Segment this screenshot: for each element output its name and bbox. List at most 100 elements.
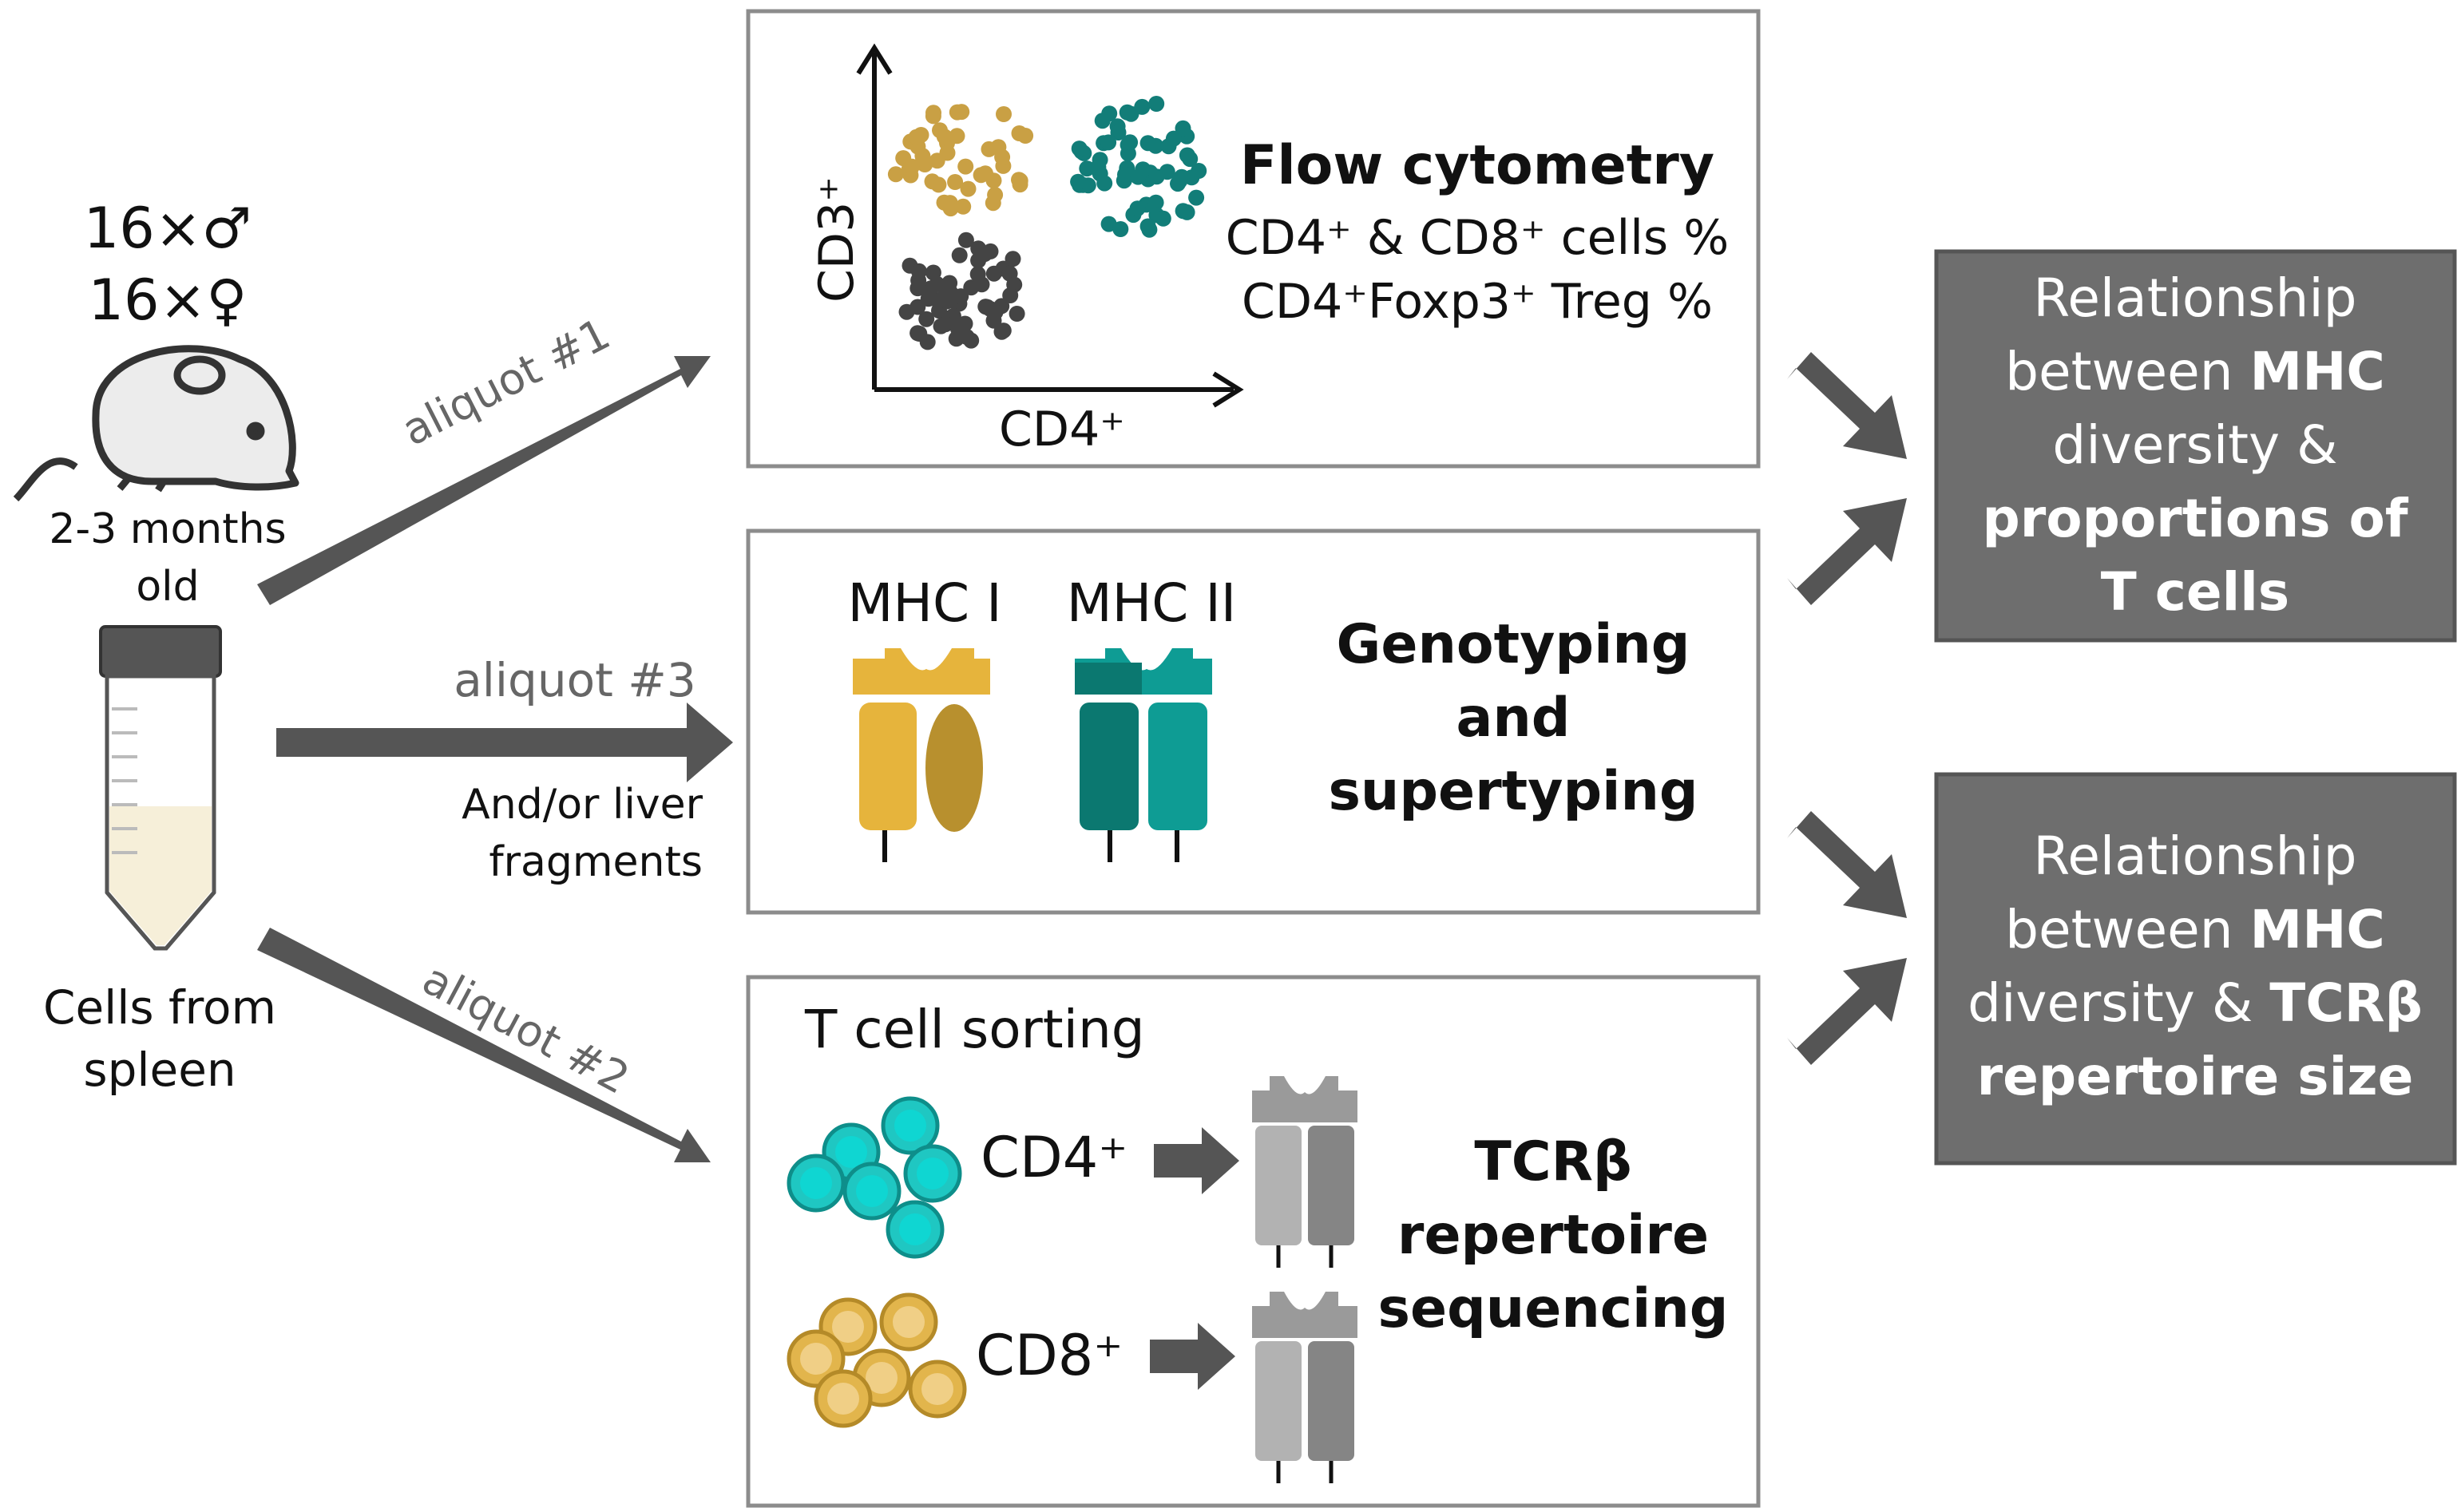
teal-dot <box>1100 134 1117 151</box>
tcr-beta-chain-icon <box>1308 1341 1354 1461</box>
genotyping-box <box>746 528 1761 915</box>
flow-y-axis-label: CD3⁺ <box>809 176 865 303</box>
gold-dot <box>949 128 965 144</box>
output-2-line-2: between MHC <box>2005 899 2385 960</box>
dark-dot <box>937 316 954 333</box>
gold-dot <box>887 166 904 183</box>
teal-dot <box>1090 159 1107 176</box>
aliquot-2-arrow <box>257 928 711 1162</box>
female-count: 16×♀ <box>89 267 248 333</box>
output-2-line-4: repertoire size <box>1977 1046 2414 1107</box>
dark-dot <box>953 288 969 305</box>
mhc-2-label: MHC II <box>1067 572 1237 634</box>
cell-nucleus-icon <box>893 1306 925 1338</box>
aliquot-3-label: aliquot #3 <box>454 653 696 707</box>
dark-dot <box>941 275 958 291</box>
teal-dot <box>1173 168 1190 185</box>
dark-dot <box>951 247 968 263</box>
cell-nucleus-icon <box>835 1136 867 1168</box>
output-1-line-2: between MHC <box>2005 341 2385 402</box>
tcr-alpha-chain-icon <box>1255 1126 1302 1245</box>
gold-dot <box>996 106 1012 122</box>
dark-dot <box>910 263 927 279</box>
gold-dot <box>955 198 972 215</box>
output-2-between: between <box>2005 899 2249 960</box>
cell-nucleus-icon <box>866 1362 898 1394</box>
age-line-2: old <box>136 563 199 611</box>
genotyping-to-output-1-arrow <box>1787 498 1907 605</box>
output-1-line-5: T cells <box>2101 561 2289 623</box>
dark-dot <box>957 232 974 248</box>
cd8-label: CD8⁺ <box>976 1323 1123 1388</box>
cell-nucleus-icon <box>894 1110 926 1142</box>
teal-dot <box>1134 98 1151 115</box>
teal-dot <box>1148 168 1165 185</box>
tcr-head-icon <box>1252 1292 1357 1338</box>
teal-dot <box>1117 166 1133 183</box>
output-2-tcrb: TCRβ <box>2269 972 2423 1034</box>
output-1-line-3: diversity & <box>2052 414 2337 476</box>
cell-nucleus-icon <box>917 1158 949 1189</box>
teal-dot <box>1112 221 1129 237</box>
aliquot-3-arrow <box>276 703 733 782</box>
gold-dot <box>949 104 965 121</box>
teal-dot <box>1179 204 1195 220</box>
output-1-mhc: MHC <box>2250 341 2385 402</box>
teal-dot <box>1155 210 1171 227</box>
cell-nucleus-icon <box>800 1343 832 1375</box>
mouse-icon <box>13 345 299 502</box>
output-box-1 <box>1934 249 2457 643</box>
dark-dot <box>985 265 1002 282</box>
output-2-line-3: diversity & TCRβ <box>1968 972 2423 1034</box>
liver-line-2: fragments <box>489 838 703 886</box>
flow-to-output-1-arrow <box>1787 352 1907 459</box>
output-2-line-1: Relationship <box>2033 825 2356 887</box>
cell-nucleus-icon <box>921 1373 953 1405</box>
gold-dot <box>994 148 1011 165</box>
scatter-axes <box>856 43 1244 408</box>
cells-line-2: spleen <box>83 1043 236 1097</box>
cd4-arrow <box>1154 1127 1239 1194</box>
dark-dot <box>963 279 980 296</box>
teal-dot <box>1094 113 1111 129</box>
gold-dot <box>1012 176 1028 193</box>
output-2-mhc: MHC <box>2250 899 2385 960</box>
teal-dot <box>1175 120 1191 137</box>
cd8-arrow <box>1150 1323 1235 1390</box>
tcr-title-1: TCRβ <box>1474 1130 1631 1193</box>
gold-dot-cluster <box>887 104 1034 217</box>
dark-dot <box>898 303 915 320</box>
gold-dot <box>925 105 941 121</box>
gold-dot <box>942 200 959 217</box>
teal-dot <box>1139 218 1156 235</box>
flow-x-axis-label: CD4⁺ <box>999 402 1125 457</box>
teal-dot <box>1071 141 1088 157</box>
teal-dot <box>1130 168 1147 185</box>
flow-line-2: CD4⁺Foxp3⁺ Treg % <box>1242 274 1713 330</box>
gold-dot <box>903 158 920 175</box>
male-count: 16×♂ <box>84 196 252 261</box>
genotyping-to-output-2-arrow <box>1787 811 1907 918</box>
tcr-molecule-cd8-icon <box>1252 1292 1357 1483</box>
output-1-between: between <box>2005 341 2249 402</box>
tube-icon <box>99 625 222 951</box>
genotyping-title-3: supertyping <box>1328 760 1698 823</box>
cd4-label: CD4⁺ <box>981 1125 1127 1190</box>
teal-dot <box>1188 189 1205 206</box>
teal-dot <box>1096 175 1113 192</box>
dark-dot <box>920 291 937 307</box>
dark-dot <box>910 280 926 297</box>
gold-dot <box>1011 125 1028 141</box>
flow-title: Flow cytometry <box>1240 134 1714 197</box>
teal-dot <box>1129 200 1146 217</box>
gold-dot <box>960 180 977 197</box>
dark-dot-cluster <box>898 232 1025 350</box>
genotyping-title-2: and <box>1456 687 1571 750</box>
cells-line-1: Cells from <box>43 980 276 1035</box>
dark-dot <box>937 288 953 305</box>
tcr-to-output-2-arrow <box>1787 958 1907 1065</box>
teal-dot <box>1122 134 1139 151</box>
aliquot-1-label: aliquot #1 <box>394 308 617 455</box>
liver-line-1: And/or liver <box>462 781 703 829</box>
